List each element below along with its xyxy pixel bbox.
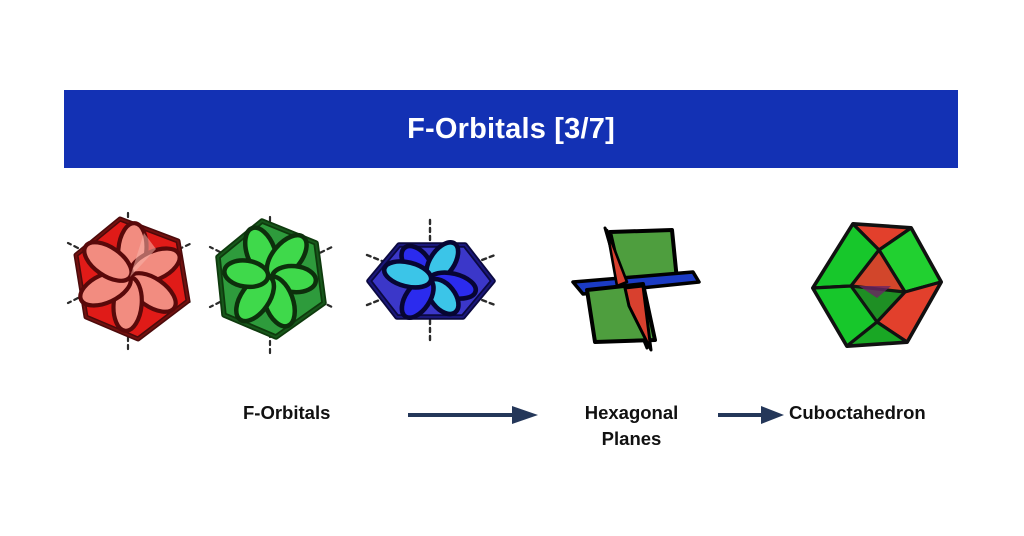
arrow-f-orbitals-to-hexagonal-planes [408,404,538,426]
label-hexagonal-planes: Hexagonal Planes [584,402,679,449]
page-title: F-Orbitals [3/7] [407,112,615,145]
f-orbital-hexagon-green [200,205,340,355]
arrow-hexagonal-planes-to-cuboctahedron [718,404,784,426]
label-f-orbitals: F-Orbitals [243,402,331,423]
f-orbital-hexagon-red [60,205,200,355]
title-banner: F-Orbitals [3/7] [64,90,958,168]
cuboctahedron-solid [795,210,955,365]
f-orbital-hexagon-blue [355,215,505,345]
label-cuboctahedron: Cuboctahedron [789,402,926,423]
hexagonal-planes-diagram [565,210,715,365]
